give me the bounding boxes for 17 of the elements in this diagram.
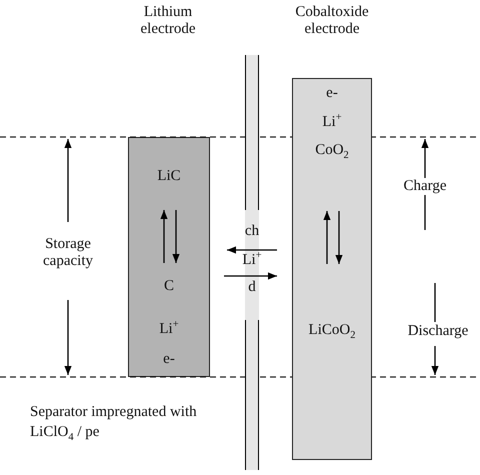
- formula-text: CoO$_{2}$: [314, 142, 350, 158]
- electrode-box: [128, 137, 210, 377]
- formula-text: C: [162, 278, 175, 294]
- direction-label: d: [247, 279, 257, 296]
- formula-text: Li$^{+}$: [158, 321, 180, 338]
- formula-text: e-: [325, 85, 339, 102]
- dimension-label: Storage capacity: [42, 236, 94, 269]
- heading-text: Lithium electrode: [140, 4, 196, 37]
- formula-text: Li$^{+}$: [321, 114, 343, 130]
- electrode-box: [292, 78, 372, 460]
- caption-text: Separator impregnated with LiClO$_{4}$ / pe: [30, 403, 198, 442]
- formula-text: LiCoO$_{2}$: [308, 322, 356, 338]
- heading-text: Cobaltoxide electrode: [294, 4, 370, 37]
- direction-label: ch: [244, 223, 260, 240]
- formula-text: LiC: [156, 168, 182, 184]
- formula-text: e-: [162, 351, 176, 368]
- ion-label: Li$^{+}$: [241, 252, 263, 268]
